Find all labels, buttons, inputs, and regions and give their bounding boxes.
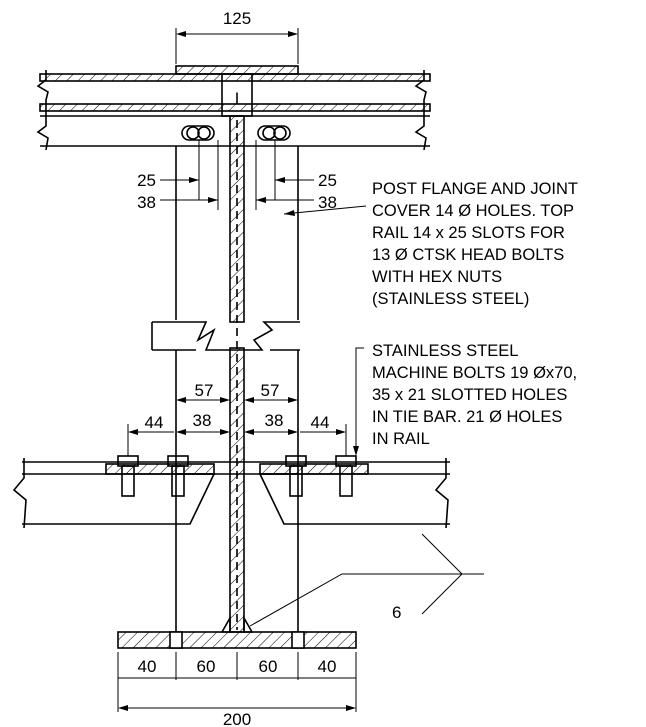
svg-text:35 x 21 SLOTTED HOLES: 35 x 21 SLOTTED HOLES <box>372 386 567 404</box>
post-flange-leader <box>283 205 367 216</box>
dimension-base: 40 60 60 40 200 <box>117 652 357 727</box>
svg-text:MACHINE BOLTS 19 Øx70,: MACHINE BOLTS 19 Øx70, <box>372 364 577 382</box>
svg-text:38: 38 <box>193 411 212 430</box>
svg-text:38: 38 <box>137 193 156 212</box>
bolt-2 <box>167 455 189 497</box>
svg-text:IN TIE BAR. 21 Ø HOLES: IN TIE BAR. 21 Ø HOLES <box>372 408 562 426</box>
svg-text:13 Ø CTSK HEAD BOLTS: 13 Ø CTSK HEAD BOLTS <box>372 246 564 264</box>
dimension-slot-right: 25 38 <box>256 171 337 212</box>
machine-bolt-leader <box>353 347 364 456</box>
dimension-rail-right: 57 38 44 <box>243 381 347 456</box>
svg-text:WITH HEX NUTS: WITH HEX NUTS <box>372 268 502 286</box>
base-plate <box>117 614 357 649</box>
svg-text:200: 200 <box>223 710 251 727</box>
svg-text:IN RAIL: IN RAIL <box>372 430 430 448</box>
svg-text:60: 60 <box>259 657 278 676</box>
svg-text:38: 38 <box>318 193 337 212</box>
svg-text:57: 57 <box>195 381 214 400</box>
weld-size-label: 6 <box>392 603 401 622</box>
svg-text:(STAINLESS STEEL): (STAINLESS STEEL) <box>372 290 529 308</box>
svg-text:COVER 14 Ø HOLES. TOP: COVER 14 Ø HOLES. TOP <box>372 202 574 220</box>
weld-symbol: 6 <box>249 533 484 627</box>
svg-text:44: 44 <box>145 413 164 432</box>
svg-text:40: 40 <box>318 657 337 676</box>
svg-text:38: 38 <box>265 411 284 430</box>
post <box>175 115 299 633</box>
svg-text:57: 57 <box>261 381 280 400</box>
dimension-top-width: 125 <box>175 9 299 64</box>
svg-text:40: 40 <box>138 657 157 676</box>
svg-text:125: 125 <box>223 9 251 28</box>
bolt-3 <box>285 455 307 497</box>
dimension-rail-left: 57 38 44 <box>127 381 231 456</box>
svg-text:60: 60 <box>197 657 216 676</box>
post-flange-note: POST FLANGE AND JOINT COVER 14 Ø HOLES. … <box>372 180 578 308</box>
svg-text:RAIL 14 x 25 SLOTS FOR: RAIL 14 x 25 SLOTS FOR <box>372 224 565 242</box>
machine-bolt-note: STAINLESS STEEL MACHINE BOLTS 19 Øx70, 3… <box>372 342 577 448</box>
svg-text:POST FLANGE AND JOINT: POST FLANGE AND JOINT <box>372 180 578 198</box>
post-break <box>151 321 300 351</box>
rail-slots <box>181 125 291 141</box>
svg-text:25: 25 <box>137 171 156 190</box>
dimension-slot-left: 25 38 <box>137 171 218 212</box>
svg-text:44: 44 <box>311 413 330 432</box>
svg-text:25: 25 <box>318 171 337 190</box>
svg-text:STAINLESS STEEL: STAINLESS STEEL <box>372 342 518 360</box>
post-mark: I <box>235 89 240 108</box>
machine-bolts <box>117 455 357 497</box>
mid-rail <box>12 458 450 529</box>
